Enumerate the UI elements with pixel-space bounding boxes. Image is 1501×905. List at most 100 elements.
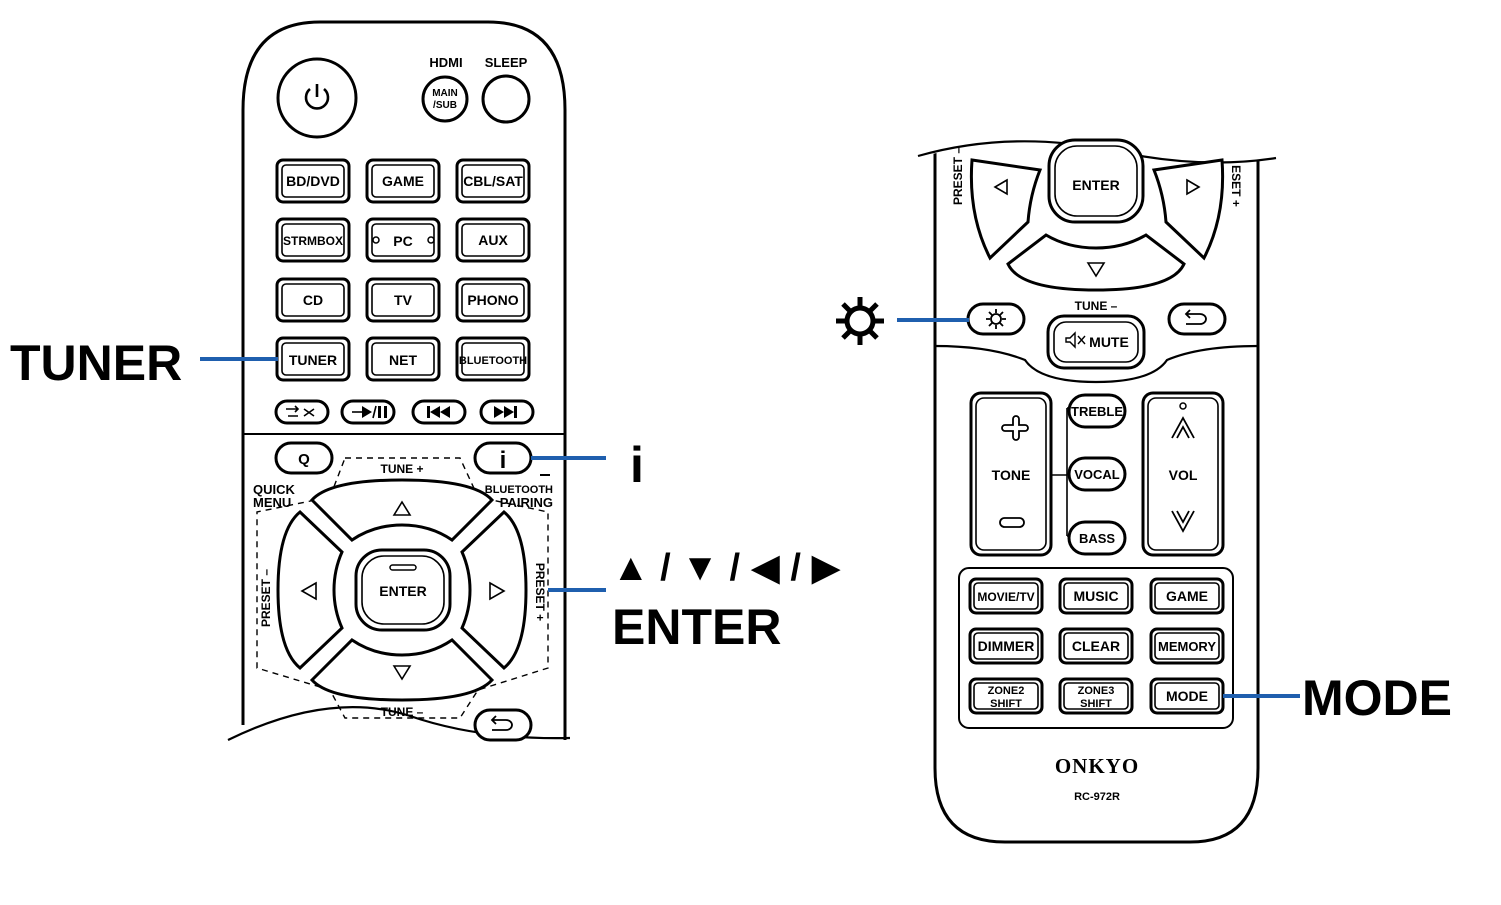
gear-icon	[836, 297, 884, 345]
label: STRMBOX	[283, 234, 343, 248]
label: PC	[393, 233, 412, 249]
previous-button[interactable]	[411, 399, 467, 425]
bluetooth-pairing-label-2: PAIRING	[500, 495, 553, 510]
quick-menu-label-2: MENU	[253, 495, 291, 510]
cursor-right-button[interactable]	[460, 509, 528, 671]
label: BD/DVD	[286, 173, 340, 189]
label: CD	[303, 292, 323, 308]
treble-button[interactable]: TREBLE	[1067, 393, 1127, 429]
power-icon	[304, 84, 330, 110]
callout-enter-label: ENTER	[612, 599, 781, 655]
enter-label: ENTER	[379, 583, 426, 599]
input-button-cbl-sat[interactable]: CBL/SAT	[455, 158, 531, 204]
input-button-aux[interactable]: AUX	[455, 217, 531, 263]
tone-rocker[interactable]: TONE	[969, 391, 1053, 557]
tune-minus-label: TUNE –	[381, 705, 424, 719]
treble-label: TREBLE	[1071, 404, 1123, 419]
input-buttons: BD/DVD GAME CBL/SAT STRMBOX PC AUX	[275, 158, 531, 382]
preset-plus-label: PRESET +	[533, 563, 547, 621]
speaker-mute-icon	[1065, 331, 1086, 349]
return-button[interactable]	[473, 708, 533, 742]
preset-minus-label: PRESET –	[259, 569, 273, 627]
label: TV	[394, 292, 413, 308]
cursor-left-button[interactable]	[969, 158, 1043, 261]
tune-minus-label: TUNE –	[1075, 299, 1118, 313]
input-button-tuner[interactable]: TUNER	[275, 336, 351, 382]
hdmi-label: HDMI	[429, 55, 462, 70]
play-pause-button[interactable]	[340, 399, 396, 425]
callouts: TUNER i ▲ / ▼ / ◀ / ▶ ENTER MODE	[10, 297, 1452, 726]
mode-button-movie-tv[interactable]: MOVIE/TV	[968, 577, 1044, 615]
return-icon	[1184, 309, 1207, 325]
next-button[interactable]	[479, 399, 535, 425]
cursor-right-button[interactable]	[1151, 158, 1225, 261]
right-arrow-icon	[489, 581, 506, 601]
bass-button[interactable]: BASS	[1067, 520, 1127, 556]
input-button-phono[interactable]: PHONO	[455, 277, 531, 323]
quick-menu-label-1: QUICK	[253, 482, 296, 497]
input-button-game[interactable]: GAME	[365, 158, 441, 204]
cursor-up-button[interactable]	[309, 478, 495, 542]
sleep-button[interactable]	[481, 74, 531, 124]
repeat-shuffle-button[interactable]	[274, 399, 330, 425]
info-key-label: i	[500, 447, 507, 474]
volume-rocker[interactable]: VOL	[1141, 391, 1225, 557]
quick-menu-button[interactable]: Q	[274, 441, 334, 475]
previous-icon	[427, 406, 450, 418]
brand-logo: ONKYO	[1055, 754, 1139, 778]
input-button-bd-dvd[interactable]: BD/DVD	[275, 158, 351, 204]
return-button[interactable]	[1167, 302, 1227, 336]
left-arrow-icon	[993, 178, 1008, 196]
input-button-net[interactable]: NET	[365, 336, 441, 382]
mode-button-music[interactable]: MUSIC	[1058, 577, 1134, 615]
input-button-cd[interactable]: CD	[275, 277, 351, 323]
right-arrow-icon	[1186, 178, 1201, 196]
quick-menu-key-label: Q	[298, 451, 310, 468]
label: BLUETOOTH	[459, 355, 527, 367]
input-button-pc[interactable]: PC	[365, 217, 441, 263]
preset-minus-label: PRESET –	[951, 147, 965, 205]
mute-button[interactable]: MUTE	[1046, 314, 1146, 370]
minus-icon	[999, 517, 1025, 528]
zone2-shift-button[interactable]: ZONE2 SHIFT	[968, 677, 1044, 715]
input-button-tv[interactable]: TV	[365, 277, 441, 323]
bass-label: BASS	[1079, 531, 1115, 546]
sleep-label: SLEEP	[485, 55, 528, 70]
label: MODE	[1166, 688, 1208, 704]
clear-button[interactable]: CLEAR	[1058, 627, 1134, 665]
cursor-down-button[interactable]	[309, 638, 495, 702]
hdmi-main-sub-button[interactable]: MAIN /SUB	[421, 75, 469, 123]
label-1: ZONE3	[1078, 685, 1115, 697]
cursor-down-button[interactable]	[1006, 233, 1186, 292]
model-label: RC-972R	[1074, 791, 1120, 803]
input-button-strmbox[interactable]: STRMBOX	[275, 217, 351, 263]
vocal-button[interactable]: VOCAL	[1067, 456, 1127, 492]
input-button-bluetooth[interactable]: BLUETOOTH	[455, 336, 531, 382]
gear-icon	[986, 309, 1006, 329]
volume-up-icon	[1171, 416, 1195, 439]
zone3-shift-button[interactable]: ZONE3 SHIFT	[1058, 677, 1134, 715]
callout-arrows-label: ▲ / ▼ / ◀ / ▶	[612, 547, 841, 589]
vol-label: VOL	[1169, 467, 1198, 483]
callout-mode-label: MODE	[1302, 670, 1452, 726]
mode-button[interactable]: MODE	[1149, 677, 1225, 715]
mute-label: MUTE	[1089, 334, 1129, 350]
play-pause-icon	[352, 405, 387, 419]
power-button[interactable]	[276, 57, 358, 139]
memory-button[interactable]: MEMORY	[1149, 627, 1225, 665]
setup-button[interactable]	[966, 302, 1026, 336]
bluetooth-pairing-label-1: BLUETOOTH	[485, 484, 553, 496]
enter-button[interactable]: ENTER	[1047, 138, 1145, 224]
enter-button[interactable]: ENTER	[354, 548, 452, 632]
mode-button-game[interactable]: GAME	[1149, 577, 1225, 615]
label: CLEAR	[1072, 638, 1120, 654]
tone-label: TONE	[992, 467, 1031, 483]
cursor-left-button[interactable]	[276, 509, 344, 671]
label: CBL/SAT	[463, 173, 523, 189]
info-button[interactable]: i	[473, 441, 533, 475]
vocal-label: VOCAL	[1074, 467, 1120, 482]
tune-plus-label: TUNE +	[380, 462, 423, 476]
label-1: ZONE2	[988, 685, 1025, 697]
dimmer-button[interactable]: DIMMER	[968, 627, 1044, 665]
